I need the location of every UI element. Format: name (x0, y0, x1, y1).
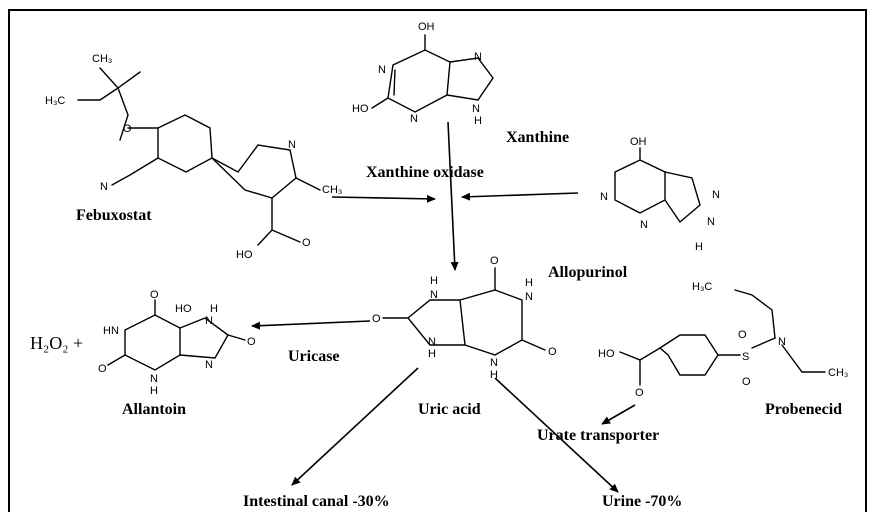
probenecid-ho: HO (598, 348, 615, 360)
allopurinol-structure: OH N N N N H (600, 136, 720, 253)
arrow-uric-acid-to-intestinal (291, 367, 419, 486)
probenecid-ch3: CH₃ (828, 367, 848, 379)
xanthine-n9: N (472, 103, 480, 115)
arrow-xanthine-to-uric-acid (447, 121, 459, 271)
probenecid-o1: O (738, 329, 747, 341)
allopurinol-n-d: N (707, 216, 715, 228)
xanthine-oh: OH (418, 21, 435, 33)
urine-label: Urine -70% (602, 493, 683, 510)
febuxostat-label: Febuxostat (76, 207, 152, 224)
probenecid-label: Probenecid (765, 401, 843, 418)
allantoin-hn: HN (103, 325, 119, 337)
febuxostat-h3c: H₃C (45, 95, 65, 107)
urate-transporter-label: Urate transporter (537, 427, 660, 444)
allantoin-n-bot: N (150, 373, 158, 385)
probenecid-structure: HO O S O O N H₃C CH₃ (598, 281, 848, 399)
uric-acid-o2: O (548, 346, 557, 358)
febuxostat-o-acid: O (302, 237, 311, 249)
h2o2-label: H₂O₂ + (30, 333, 84, 353)
xanthine-h9: H (474, 115, 482, 127)
febuxostat-o: O (123, 123, 132, 135)
xanthine-n1: N (378, 64, 386, 76)
xanthine-structure: OH N N N N H HO (352, 21, 494, 127)
allopurinol-h: H (695, 241, 703, 253)
allopurinol-oh: OH (630, 136, 647, 148)
febuxostat-ho-acid: HO (236, 249, 253, 261)
uric-acid-n9: N (428, 336, 436, 348)
uric-acid-h7: H (430, 275, 438, 287)
uric-acid-o8: O (372, 313, 381, 325)
xanthine-n3: N (410, 113, 418, 125)
allantoin-n-top: N (205, 315, 213, 327)
febuxostat-structure: CH₃ H₃C O N N CH₃ HO O (45, 53, 342, 261)
allantoin-h-top: H (210, 303, 218, 315)
febuxostat-n-nitrile: N (100, 181, 108, 193)
probenecid-s: S (742, 351, 749, 363)
probenecid-h3c: H₃C (692, 281, 712, 293)
uricase-label: Uricase (288, 348, 340, 365)
uric-acid-label: Uric acid (418, 401, 481, 418)
allopurinol-n-b: N (640, 219, 648, 231)
allopurinol-n-a: N (600, 191, 608, 203)
allantoin-o-left: O (98, 363, 107, 375)
febuxostat-n-ring: N (288, 139, 296, 151)
probenecid-o-acid: O (635, 387, 644, 399)
xanthine-n7: N (474, 51, 482, 63)
diagram-frame (8, 9, 867, 512)
xanthine-label: Xanthine (506, 129, 570, 146)
febuxostat-ch3-top: CH₃ (92, 53, 112, 65)
allantoin-n-right: N (205, 359, 213, 371)
uric-acid-n1: N (525, 291, 533, 303)
allantoin-o-top: O (150, 289, 159, 301)
arrow-uric-acid-to-urine (494, 377, 619, 493)
uric-acid-h1: H (525, 277, 533, 289)
arrow-probenecid-to-transporter (601, 404, 636, 425)
uric-acid-h3: H (490, 369, 498, 381)
uric-acid-n3: N (490, 357, 498, 369)
allantoin-label: Allantoin (122, 401, 187, 418)
probenecid-o2: O (742, 376, 751, 388)
allantoin-structure: O HO H N HN O N H N O (98, 289, 256, 397)
probenecid-n: N (778, 336, 786, 348)
arrow-uric-acid-to-allantoin (251, 320, 371, 330)
uric-acid-n7: N (430, 289, 438, 301)
xanthine-ho: HO (352, 103, 369, 115)
allopurinol-n-c: N (712, 189, 720, 201)
uric-acid-h9: H (428, 348, 436, 360)
arrow-allopurinol-inhibit (461, 192, 579, 201)
allantoin-h-bot: H (150, 385, 158, 397)
allopurinol-label: Allopurinol (548, 264, 628, 281)
intestinal-canal-label: Intestinal canal -30% (243, 493, 390, 510)
uric-acid-structure: H N N H H N N H O O O (372, 255, 557, 381)
arrow-febuxostat-inhibit (331, 194, 436, 203)
allantoin-o-right: O (247, 336, 256, 348)
uric-acid-o6: O (490, 255, 499, 267)
allantoin-ho: HO (175, 303, 192, 315)
xanthine-oxidase-label: Xanthine oxidase (366, 164, 484, 181)
febuxostat-ch3-ring: CH₃ (322, 184, 342, 196)
